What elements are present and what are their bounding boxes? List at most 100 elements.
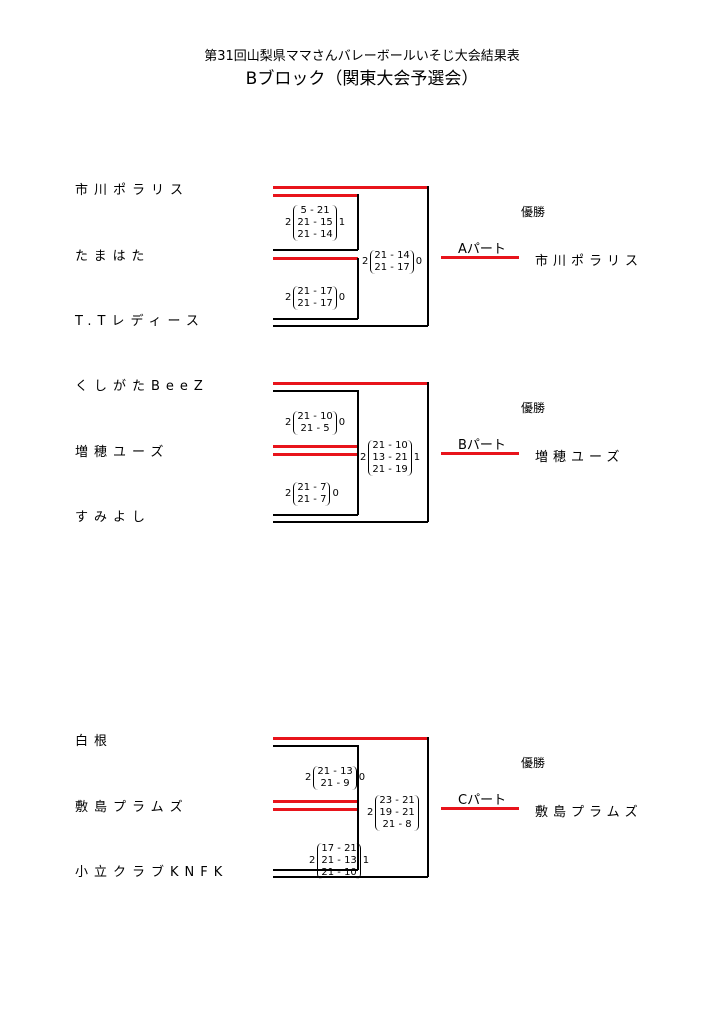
set-score: 21 - 17 xyxy=(374,262,410,273)
bracket-line-winner xyxy=(273,737,428,740)
sets-won-right: 1 xyxy=(413,452,421,463)
sets-won-right: 0 xyxy=(332,488,339,499)
champion-name: 市川ポラリス xyxy=(535,254,644,269)
bracket-vertical xyxy=(357,809,359,870)
bracket-vertical xyxy=(427,186,429,326)
team-name: たまはた xyxy=(75,249,151,264)
set-score: 21 - 17 xyxy=(297,298,333,309)
bracket-line xyxy=(273,194,358,197)
sets-won-right: 0 xyxy=(358,772,366,783)
set-score: 21 - 10 xyxy=(297,411,333,422)
set-score: 21 - 19 xyxy=(372,464,408,475)
bracket-line xyxy=(273,445,358,448)
sets-won-right: 0 xyxy=(338,292,346,303)
sets-won-left: 2 xyxy=(360,452,367,463)
set-score: 21 - 13 xyxy=(321,855,357,866)
part-label: Aパート xyxy=(458,242,506,257)
part-label: Cパート xyxy=(458,793,507,808)
sets-won-right: 0 xyxy=(338,417,346,428)
set-score: 21 - 5 xyxy=(300,423,330,434)
bracket-line xyxy=(273,521,428,523)
set-score: 17 - 21 xyxy=(321,843,357,854)
bracket-line-winner xyxy=(273,186,428,189)
bracket-vertical xyxy=(357,390,359,454)
set-score: 21 - 13 xyxy=(317,766,353,777)
set-score: 21 - 15 xyxy=(297,217,333,228)
team-name: くしがたBeeZ xyxy=(75,379,209,394)
champion-label: 優勝 xyxy=(521,756,546,770)
champion-label: 優勝 xyxy=(521,401,546,415)
set-score: 21 - 14 xyxy=(374,250,410,261)
sets-won-left: 2 xyxy=(305,772,312,783)
bracket-line xyxy=(273,514,358,516)
set-score: 23 - 21 xyxy=(379,795,415,806)
bracket-line xyxy=(273,325,428,327)
set-score: 21 - 17 xyxy=(297,286,333,297)
set-score: 13 - 21 xyxy=(372,452,408,463)
document-subtitle: Bブロック（関東大会予選会） xyxy=(245,69,479,89)
set-score: 21 - 10 xyxy=(372,440,408,451)
document-title: 第31回山梨県ママさんバレーボールいそじ大会結果表 xyxy=(204,49,520,64)
bracket-vertical xyxy=(357,745,359,809)
bracket-line-winner xyxy=(273,808,358,811)
team-name: 敷島プラムズ xyxy=(75,800,189,815)
champion-name: 敷島プラムズ xyxy=(535,805,643,820)
sets-won-right: 1 xyxy=(338,217,346,228)
bracket-line-winner xyxy=(273,453,358,456)
set-score: 21 - 10 xyxy=(321,867,357,878)
set-score: 21 - 7 xyxy=(297,494,327,505)
set-score: 19 - 21 xyxy=(379,807,415,818)
part-label: Bパート xyxy=(458,438,506,453)
team-name: 増穂ユーズ xyxy=(75,445,170,460)
bracket-vertical xyxy=(427,382,429,522)
champion-label: 優勝 xyxy=(521,205,546,219)
bracket-vertical xyxy=(357,454,359,515)
sets-won-left: 2 xyxy=(309,855,316,866)
bracket-line xyxy=(273,390,358,392)
sets-won-left: 2 xyxy=(362,256,369,267)
champion-line xyxy=(441,807,519,810)
sets-won-left: 2 xyxy=(285,217,292,228)
bracket-line-winner xyxy=(273,382,428,385)
bracket-line xyxy=(273,318,358,320)
bracket-line-winner xyxy=(273,257,358,260)
sets-won-left: 2 xyxy=(367,807,374,818)
bracket-line xyxy=(273,869,358,871)
set-score: 5 - 21 xyxy=(300,205,330,216)
champion-line xyxy=(441,256,519,259)
set-score: 21 - 9 xyxy=(320,778,350,789)
sets-won-right: 0 xyxy=(415,256,423,267)
bracket-vertical xyxy=(427,737,429,877)
sets-won-left: 2 xyxy=(285,488,292,499)
set-score: 21 - 7 xyxy=(297,482,327,493)
set-score: 21 - 8 xyxy=(382,819,412,830)
bracket-line xyxy=(273,249,358,251)
set-score: 21 - 14 xyxy=(297,229,333,240)
sets-won-left: 2 xyxy=(285,292,292,303)
team-name: 白根 xyxy=(75,734,114,749)
team-name: T.Tレディース xyxy=(75,314,205,329)
sets-won-right: 1 xyxy=(362,855,370,866)
team-name: 小立クラブKNFK xyxy=(75,865,229,880)
bracket-line xyxy=(273,800,358,803)
bracket-line xyxy=(273,745,358,747)
bracket-vertical xyxy=(357,258,359,319)
team-name: すみよし xyxy=(75,510,152,525)
